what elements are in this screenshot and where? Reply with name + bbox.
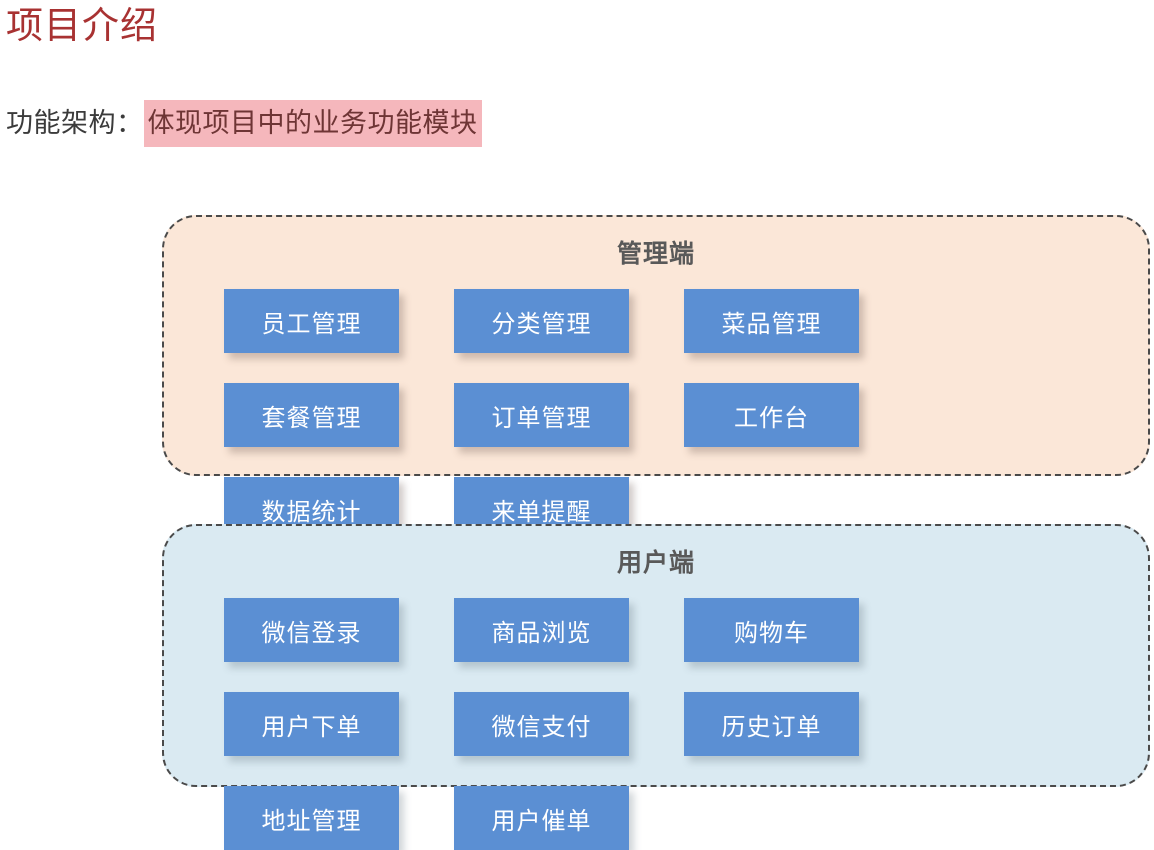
module-box[interactable]: 微信支付 [454,692,629,756]
admin-panel: 管理端 员工管理 分类管理 菜品管理 套餐管理 订单管理 工作台 数据统计 来单… [162,215,1150,541]
module-box[interactable]: 工作台 [684,383,859,447]
module-box[interactable]: 菜品管理 [684,289,859,353]
module-box[interactable]: 用户催单 [454,786,629,850]
module-box[interactable]: 订单管理 [454,383,629,447]
module-box[interactable]: 用户下单 [224,692,399,756]
module-box[interactable]: 员工管理 [224,289,399,353]
module-box[interactable]: 套餐管理 [224,383,399,447]
module-box[interactable]: 分类管理 [454,289,629,353]
user-panel-title: 用户端 [616,549,695,577]
module-box[interactable]: 地址管理 [224,786,399,850]
user-panel: 用户端 微信登录 商品浏览 购物车 用户下单 微信支付 历史订单 地址管理 用户… [162,524,1150,850]
subtitle-row: 功能架构： 体现项目中的业务功能模块 [6,100,482,147]
module-box[interactable]: 历史订单 [684,692,859,756]
admin-panel-title: 管理端 [616,240,695,268]
subtitle-highlight-text: 体现项目中的业务功能模块 [143,100,482,147]
page-title: 项目介绍 [6,5,158,46]
module-box[interactable]: 商品浏览 [454,598,629,662]
subtitle-label: 功能架构： [6,108,144,138]
admin-module-grid: 员工管理 分类管理 菜品管理 套餐管理 订单管理 工作台 数据统计 来单提醒 [224,289,1086,541]
module-box[interactable]: 购物车 [684,598,859,662]
module-box[interactable]: 微信登录 [224,598,399,662]
user-module-grid: 微信登录 商品浏览 购物车 用户下单 微信支付 历史订单 地址管理 用户催单 [224,598,1086,850]
